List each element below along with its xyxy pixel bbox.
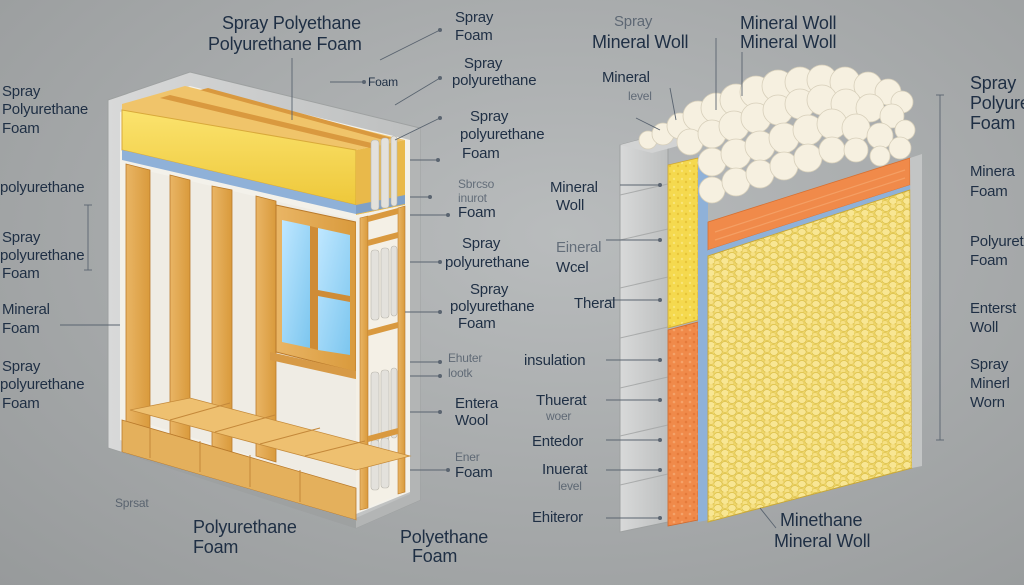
label-r-right-foam-3: Foam — [970, 252, 1008, 269]
label-r-spray: Spray — [614, 13, 653, 30]
label-bottom-polyethane: Polyethane — [400, 527, 489, 547]
label-spray-top: Spray — [455, 9, 494, 26]
label-r-left-mineral: Mineral — [550, 179, 598, 196]
label-foam-small: Foam — [368, 75, 398, 89]
label-r-left-woer: woer — [546, 409, 572, 423]
label-mid-spray-4: Spray — [462, 235, 501, 252]
label-mid-foam-8: Foam — [455, 464, 493, 481]
label-r-left-entedor: Entedor — [532, 433, 584, 450]
label-r-right-worn: Worn — [970, 394, 1005, 411]
label-r-left-theral: Theral — [574, 295, 616, 312]
label-r-left-thuerat: Thuerat — [536, 392, 587, 409]
label-r-right-foam-2: Foam — [970, 183, 1008, 200]
label-mid-polyurethane-5: polyurethane — [460, 126, 545, 143]
label-bottom-foam-2: Foam — [412, 546, 458, 566]
label-mid-ehuter: Ehuter — [448, 351, 483, 365]
label-mid-wool: Wool — [455, 412, 489, 429]
label-r-mineral: Mineral — [602, 69, 650, 86]
label-mid-spray-3: Spray — [470, 108, 509, 125]
label-r-right-minerl: Minerl — [970, 375, 1010, 392]
label-left-foam-1: Foam — [2, 120, 40, 137]
label-spray-2: Spray — [464, 55, 503, 72]
label-r-left-wcel: Wcel — [556, 259, 589, 276]
label-mid-sbrcso: Sbrcso — [458, 177, 495, 191]
label-left-spray-2: Spray — [2, 229, 41, 246]
label-polyurethane-top: polyurethane — [452, 72, 537, 89]
label-bottom-foam: Foam — [193, 537, 239, 557]
label-r-level: level — [628, 89, 652, 103]
label-left-spray-3: Spray — [2, 358, 41, 375]
label-mid-polyurethane-6: polyurethane — [445, 254, 530, 271]
label-left-polyurethane-3: polyurethane — [0, 247, 85, 264]
label-r-right-polyurethane-2: Polyurethane — [970, 233, 1024, 250]
label-left-foam-3: Foam — [2, 320, 40, 337]
label-left-spray-1: Spray — [2, 83, 41, 100]
label-r-left-woll: Woll — [556, 197, 585, 214]
label-r-left-level: level — [558, 479, 582, 493]
label-mid-foam-6: Foam — [458, 204, 496, 221]
label-r-left-insulation: insulation — [524, 352, 586, 369]
label-spray-polyethane: Spray Polyethane — [222, 13, 361, 33]
label-r-left-inuerat: Inuerat — [542, 461, 588, 478]
label-foam-top: Foam — [455, 27, 493, 44]
label-mid-ener: Ener — [455, 450, 480, 464]
label-mid-spray-5: Spray — [470, 281, 509, 298]
label-r-right-mineral-1: Minera — [970, 163, 1015, 180]
label-left-foam-2: Foam — [2, 265, 40, 282]
label-left-mineral: Mineral — [2, 301, 50, 318]
label-r-right-enterst: Enterst — [970, 300, 1017, 317]
label-r-right-polyurethane-1: Polyurethane — [970, 93, 1024, 113]
label-r-mineral-woll-1: Mineral Woll — [592, 32, 689, 52]
label-r-mineral-woll-3: Mineral Woll — [740, 32, 837, 52]
label-r-left-eineral: Eineral — [556, 239, 602, 256]
label-mid-inurot: inurot — [458, 191, 487, 205]
label-r-right-foam-1: Foam — [970, 113, 1016, 133]
label-left-polyurethane-1: Polyurethane — [2, 101, 88, 118]
label-polyurethane-foam-top: Polyurethane Foam — [208, 34, 362, 54]
label-r-right-spray-1: Spray — [970, 73, 1017, 93]
label-r-bottom-minethane: Minethane — [780, 510, 863, 530]
label-left-polyurethane-4: polyurethane — [0, 376, 85, 393]
label-left-foam-4: Foam — [2, 395, 40, 412]
label-r-left-ehiteror: Ehiteror — [532, 509, 583, 526]
label-mid-lootk: lootk — [448, 366, 473, 380]
label-r-bottom-mineral-woll: Mineral Woll — [774, 531, 871, 551]
label-mid-foam-7: Foam — [458, 315, 496, 332]
label-mid-polyurethane-7: polyurethane — [450, 298, 535, 315]
label-mid-entera: Entera — [455, 395, 498, 412]
label-r-mineral-woll-2: Mineral Woll — [740, 13, 837, 33]
label-bottom-sprsat: Sprsat — [115, 496, 149, 510]
label-r-right-spray-2: Spray — [970, 356, 1009, 373]
label-r-right-woll: Woll — [970, 319, 999, 336]
label-left-polyurethane-2: polyurethane — [0, 179, 85, 196]
label-bottom-polyurethane: Polyurethane — [193, 517, 297, 537]
label-mid-foam-5: Foam — [462, 145, 500, 162]
